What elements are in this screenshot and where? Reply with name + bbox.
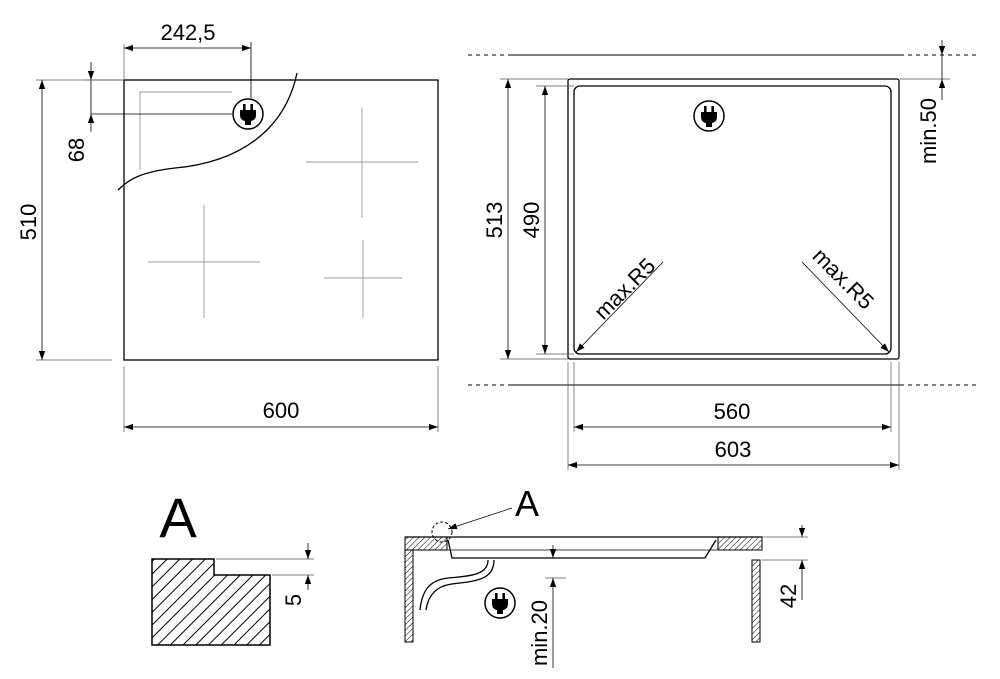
plug-icon [484,587,516,619]
cabinet-wall-left [404,549,414,643]
dim-clearance-below-label: min.20 [527,600,552,666]
hob-top-view: 242,5 68 510 600 [16,20,439,432]
dim-cutout-outer-width-label: 603 [715,437,752,462]
cabinet-wall-right [751,559,761,643]
section-callout-label: A [515,483,539,524]
plug-icon [693,100,725,132]
section-callout-leader [447,507,513,530]
dim-hob-width-label: 600 [263,398,300,423]
dim-step-label: 5 [281,594,306,606]
worktop-left [404,536,448,551]
cutout-top-view: min.50 513 490 max.R5 max.R5 560 603 [468,40,980,470]
cutout-inner-outline [573,85,892,355]
dim-hob-depth-label: 510 [16,204,41,241]
detail-a-section [151,558,271,646]
detail-a: A 5 [151,486,314,646]
cooking-zones [148,108,418,318]
section-view: A min.20 42 [404,483,808,668]
hob-outline [123,79,439,361]
radius-leader-left [575,261,664,353]
dim-cutout-inner-depth-label: 490 [519,202,544,239]
plug-icon [232,98,264,130]
radius-left-label: max.R5 [589,253,660,324]
break-line [117,72,298,191]
worktop-right [717,536,763,551]
dim-thickness-label: 42 [776,584,801,608]
hob-inner-edge [139,91,232,170]
dim-clearance-label: min.50 [916,98,941,164]
dim-cutout-outer-depth-label: 513 [482,202,507,239]
cutout-outer-outline [567,78,900,360]
detail-a-title: A [159,486,197,549]
power-cable [419,559,489,611]
radius-leader-right [801,261,890,353]
dim-plug-offset-x-label: 242,5 [160,20,215,45]
dim-cutout-inner-width-label: 560 [714,399,751,424]
hob-body [447,539,717,559]
dim-plug-offset-y-label: 68 [64,138,89,162]
